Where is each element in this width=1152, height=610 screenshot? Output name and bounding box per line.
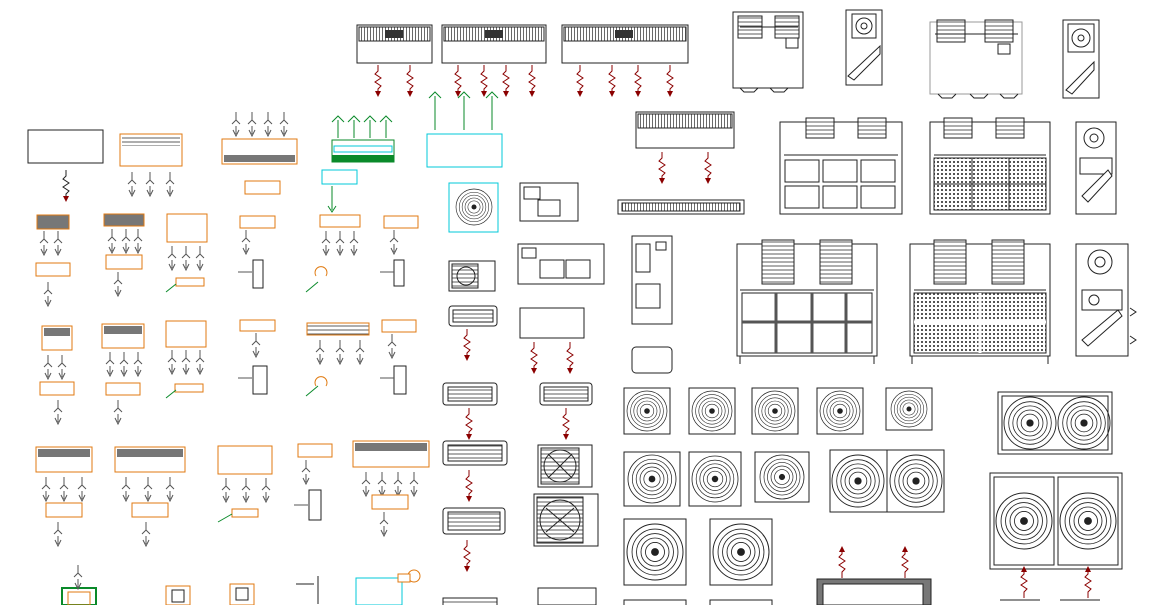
indoor-split-units-orange [27, 91, 503, 606]
wall-unit-c [561, 24, 689, 98]
wall-unit-a [356, 24, 433, 98]
blower-units-top [732, 9, 1100, 99]
center-column-units [442, 111, 745, 609]
wall-unit-b [441, 24, 547, 98]
air-handling-units [736, 117, 1137, 364]
wall-units-top [356, 24, 689, 98]
fan-array [624, 388, 1122, 609]
